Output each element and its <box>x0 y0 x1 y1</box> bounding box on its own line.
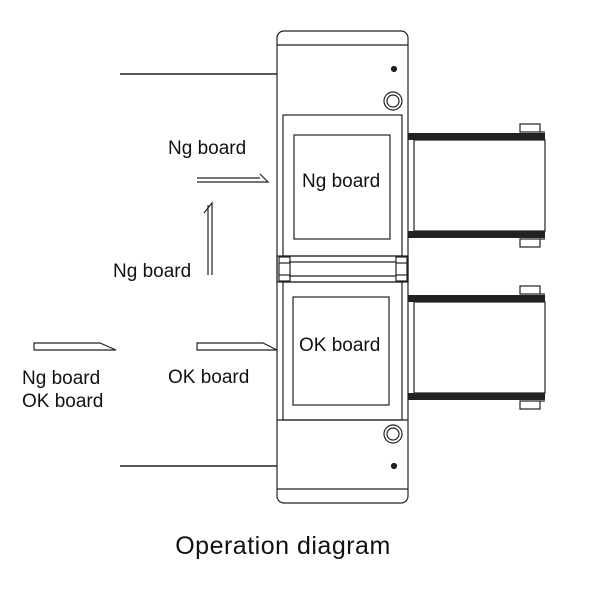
top-screw-icon <box>390 65 398 73</box>
right-divider-bracket <box>395 256 408 282</box>
diagram-caption: Operation diagram <box>175 532 391 560</box>
ok-board-inner-label: OK board <box>299 335 381 356</box>
ng-board-box <box>293 134 391 240</box>
ng-board-inner-label: Ng board <box>302 171 381 192</box>
ok-middle-arrow <box>196 342 278 351</box>
left-divider-bracket <box>278 256 291 282</box>
upper-conveyor <box>408 123 546 248</box>
ng-board-label-top: Ng board <box>168 138 247 159</box>
ok-board-label-left: OK board <box>22 391 104 412</box>
bottom-screw-icon <box>390 462 398 470</box>
left-direction-arrow <box>33 342 117 351</box>
ng-horizontal-arrow <box>197 173 270 183</box>
ok-board-box <box>292 296 390 406</box>
ng-board-label-left: Ng board <box>22 368 101 389</box>
lower-conveyor <box>408 285 546 410</box>
ng-vertical-arrow <box>203 201 213 275</box>
top-knob-icon <box>383 91 403 111</box>
ok-board-label-middle: OK board <box>168 367 250 388</box>
machine-housing <box>276 30 409 504</box>
bottom-knob-icon <box>383 424 403 444</box>
ng-board-label-middle: Ng board <box>113 261 192 282</box>
